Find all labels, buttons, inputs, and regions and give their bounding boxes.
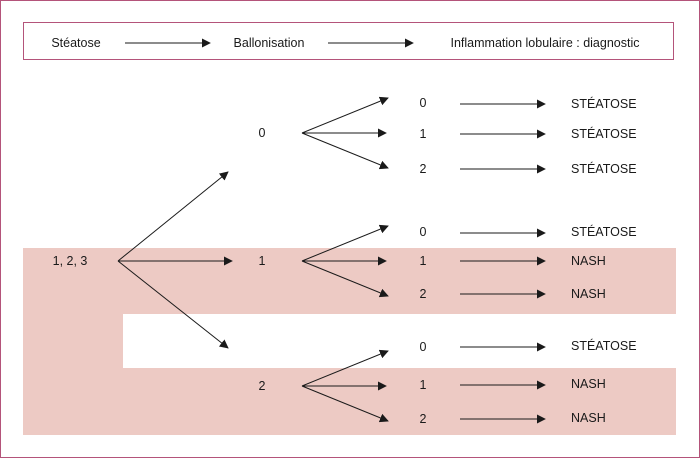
result-1-2: NASH — [571, 287, 606, 301]
header-step-inflammation: Inflammation lobulaire : diagnostic — [450, 36, 640, 50]
leaf-label-1-2: 2 — [419, 287, 427, 301]
branch0-arrow-0 — [301, 96, 389, 134]
branch1-arrow-0 — [301, 224, 389, 262]
branch2-arrow-2 — [301, 385, 389, 423]
nash-band-upper — [23, 248, 676, 314]
header-step-steatose: Stéatose — [51, 36, 101, 50]
branch2-arrow-0 — [301, 349, 389, 387]
legend-box — [23, 22, 674, 60]
result-2-0: STÉATOSE — [571, 339, 637, 353]
result-0-1: STÉATOSE — [571, 127, 637, 141]
branch-label-2: 2 — [258, 379, 266, 393]
result-2-2: NASH — [571, 411, 606, 425]
branch-label-1: 1 — [258, 254, 266, 268]
result-2-1: NASH — [571, 377, 606, 391]
result-0-0: STÉATOSE — [571, 97, 637, 111]
branch0-arrow-2 — [301, 132, 389, 170]
leaf-label-1-0: 0 — [419, 225, 427, 239]
root-arrow-2 — [117, 260, 229, 349]
leaf-label-0-2: 2 — [419, 162, 427, 176]
branch-label-0: 0 — [258, 126, 266, 140]
result-0-2: STÉATOSE — [571, 162, 637, 176]
result-1-1: NASH — [571, 254, 606, 268]
root-label: 1, 2, 3 — [52, 254, 88, 268]
leaf-label-2-0: 0 — [419, 340, 427, 354]
leaf-label-0-0: 0 — [419, 96, 427, 110]
leaf-label-1-1: 1 — [419, 254, 427, 268]
leaf-label-2-2: 2 — [419, 412, 427, 426]
header-step-ballonisation: Ballonisation — [233, 36, 305, 50]
result-1-0: STÉATOSE — [571, 225, 637, 239]
root-arrow-0 — [117, 171, 229, 262]
nash-band-lower — [23, 368, 676, 435]
leaf-label-0-1: 1 — [419, 127, 427, 141]
branch1-arrow-2 — [301, 260, 389, 298]
leaf-label-2-1: 1 — [419, 378, 427, 392]
